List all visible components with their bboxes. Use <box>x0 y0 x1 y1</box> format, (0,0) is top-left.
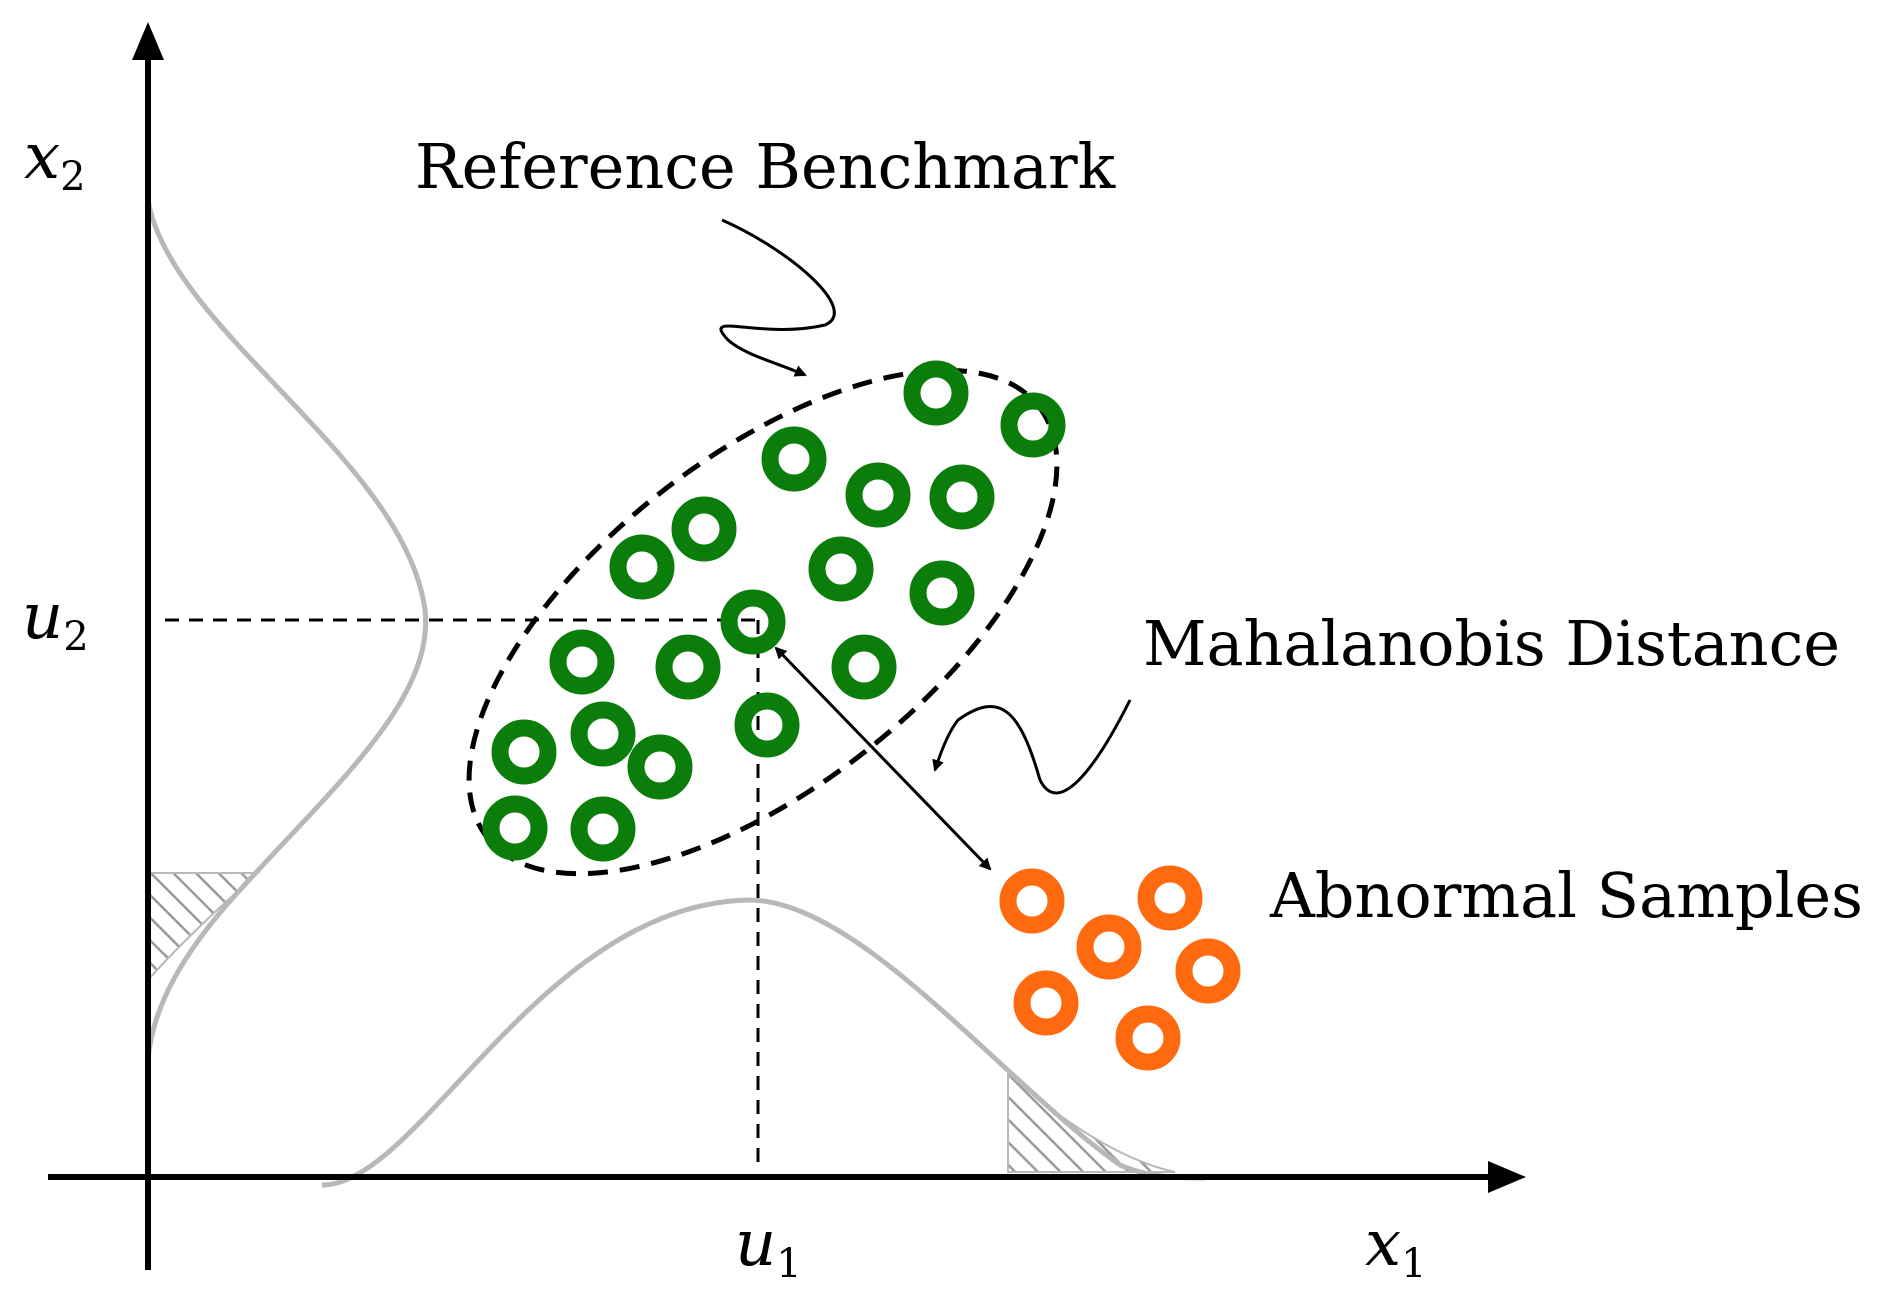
normal-sample <box>570 701 636 767</box>
reference-benchmark-callout-arrow <box>719 218 836 377</box>
normal-sample <box>549 629 615 695</box>
y-axis-arrow-icon <box>132 22 164 60</box>
normal-sample <box>570 796 636 862</box>
normal-sample <box>720 589 786 655</box>
abnormal-sample <box>999 868 1065 934</box>
abnormal-sample <box>1076 914 1142 980</box>
normal-sample <box>808 536 874 602</box>
u1-label-subscript: 1 <box>776 1241 801 1287</box>
normal-sample <box>734 692 800 758</box>
x-density-tail-hatch <box>1007 1070 1176 1173</box>
normal-sample <box>655 634 721 700</box>
y-axis-label-subscript: 2 <box>60 154 85 200</box>
reference-benchmark-ellipse <box>466 367 1060 877</box>
abnormal-sample <box>1013 970 1079 1036</box>
mahalanobis-distance-callout-arrow <box>932 699 1132 795</box>
normal-sample-cluster <box>482 360 1066 862</box>
normal-sample <box>761 426 827 492</box>
normal-sample <box>909 560 975 626</box>
u2-label: u2 <box>22 580 89 660</box>
normal-sample <box>929 464 995 530</box>
y-axis-label: x2 <box>24 120 86 200</box>
u1-label-base: u <box>735 1207 776 1281</box>
reference-benchmark-label: Reference Benchmark <box>415 130 1116 203</box>
normal-sample <box>1000 392 1066 458</box>
x-marginal-density-curve <box>321 897 1206 1188</box>
x-axis-label-base: x <box>1365 1207 1401 1281</box>
x-axis-label-subscript: 1 <box>1401 1241 1426 1287</box>
normal-sample <box>491 719 557 785</box>
normal-sample <box>482 795 548 861</box>
u1-label: u1 <box>735 1207 802 1287</box>
u2-label-base: u <box>22 580 63 654</box>
normal-sample <box>845 462 911 528</box>
u2-label-subscript: 2 <box>63 614 88 660</box>
x-axis-arrow-icon <box>1488 1161 1526 1193</box>
normal-sample <box>903 360 969 426</box>
abnormal-sample <box>1175 938 1241 1004</box>
y-marginal-density-curve <box>145 199 429 1061</box>
abnormal-samples-label: Abnormal Samples <box>1269 859 1863 932</box>
mahalanobis-distance-label: Mahalanobis Distance <box>1143 607 1840 680</box>
x-axis-label: x1 <box>1365 1207 1427 1287</box>
mahalanobis-distance-arrow <box>774 646 992 871</box>
normal-sample <box>831 634 897 700</box>
normal-sample <box>609 534 675 600</box>
abnormal-sample <box>1115 1005 1181 1071</box>
abnormal-sample-cluster <box>999 865 1241 1071</box>
y-axis-label-base: x <box>24 120 60 194</box>
abnormal-sample <box>1137 865 1203 931</box>
normal-sample <box>627 734 693 800</box>
normal-sample <box>671 496 737 562</box>
